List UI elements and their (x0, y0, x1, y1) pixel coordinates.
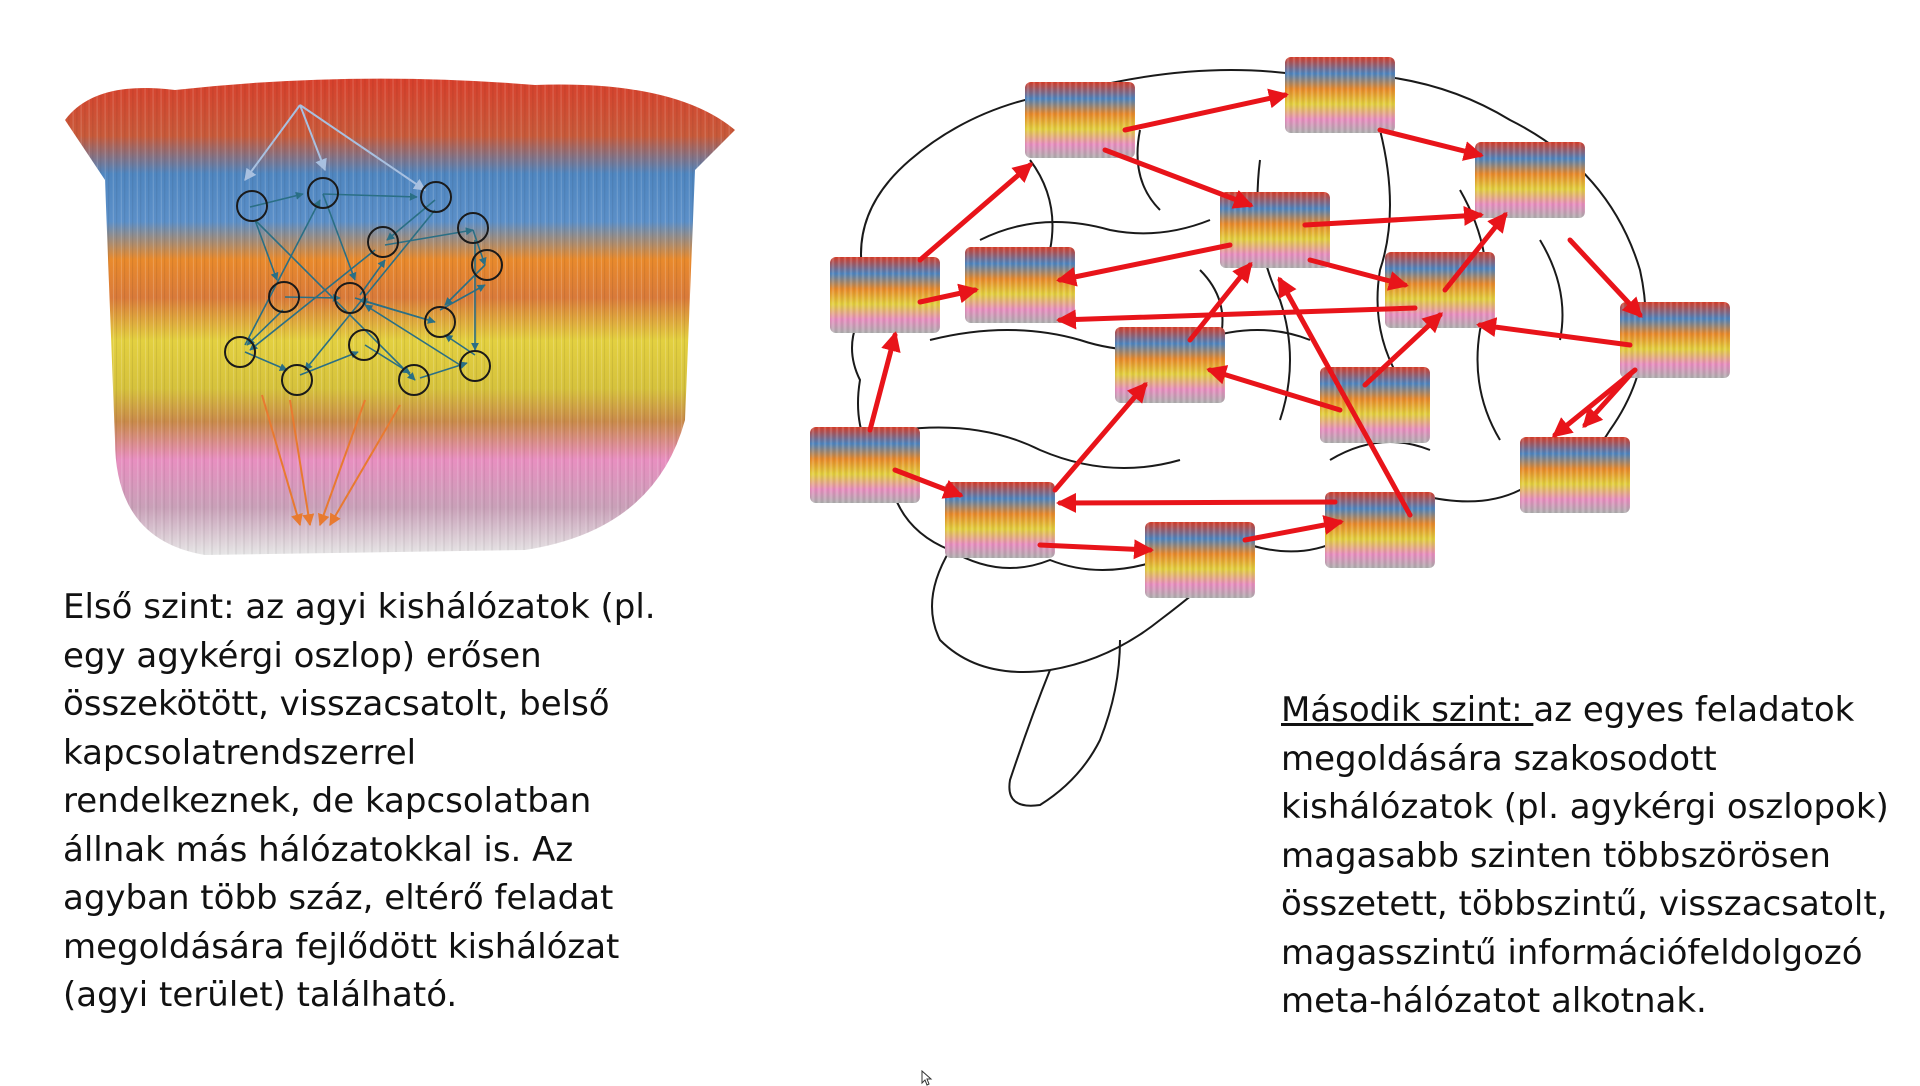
first-level-caption: Első szint: az agyi kishálózatok (pl. eg… (63, 583, 703, 1020)
mouse-cursor-icon (921, 1070, 933, 1086)
brain-meta-network (810, 57, 1730, 807)
network-edges (244, 191, 487, 381)
caption-line: kapcsolatrendszerrel (63, 732, 417, 773)
caption-line: Első szint: az agyi kishálózatok (pl. (63, 587, 656, 627)
column-modules (810, 57, 1730, 598)
caption-line: rendelkeznek, de kapcsolatban (63, 781, 592, 821)
second-level-caption: Második szint: az egyes feladatok megold… (1281, 686, 1920, 1026)
network-nodes (224, 177, 503, 396)
caption-text: az egyes feladatok (1533, 690, 1855, 730)
caption-line: (agyi terület) található. (63, 975, 458, 1015)
caption-line: agyban több száz, eltérő feladat (63, 878, 614, 918)
second-level-heading: Második szint: (1281, 690, 1534, 730)
cortical-column-network (65, 78, 735, 556)
output-arrows (261, 394, 401, 527)
caption-line: egy agykérgi oszlop) erősen (63, 635, 542, 676)
meta-network-arrows (867, 88, 1643, 560)
caption-line: magasabb szinten többszörösen (1281, 835, 1831, 876)
caption-line: Második szint: az egyes feladatok (1281, 686, 1920, 735)
caption-line: kishálózatok (pl. agykérgi oszlopok) (1281, 787, 1889, 827)
caption-line: meta-hálózatot alkotnak. (1281, 981, 1707, 1021)
caption-line: összetett, többszintű, visszacsatolt, (1281, 884, 1888, 924)
input-arrows (244, 104, 426, 191)
caption-line: állnak más hálózatokkal is. Az (63, 829, 574, 870)
caption-line: magasszintű információfeldolgozó (1281, 932, 1863, 973)
caption-line: megoldására szakosodott (1281, 738, 1717, 779)
caption-line: megoldására fejlődött kishálózat (63, 926, 620, 967)
caption-line: összekötött, visszacsatolt, belső (63, 684, 610, 724)
